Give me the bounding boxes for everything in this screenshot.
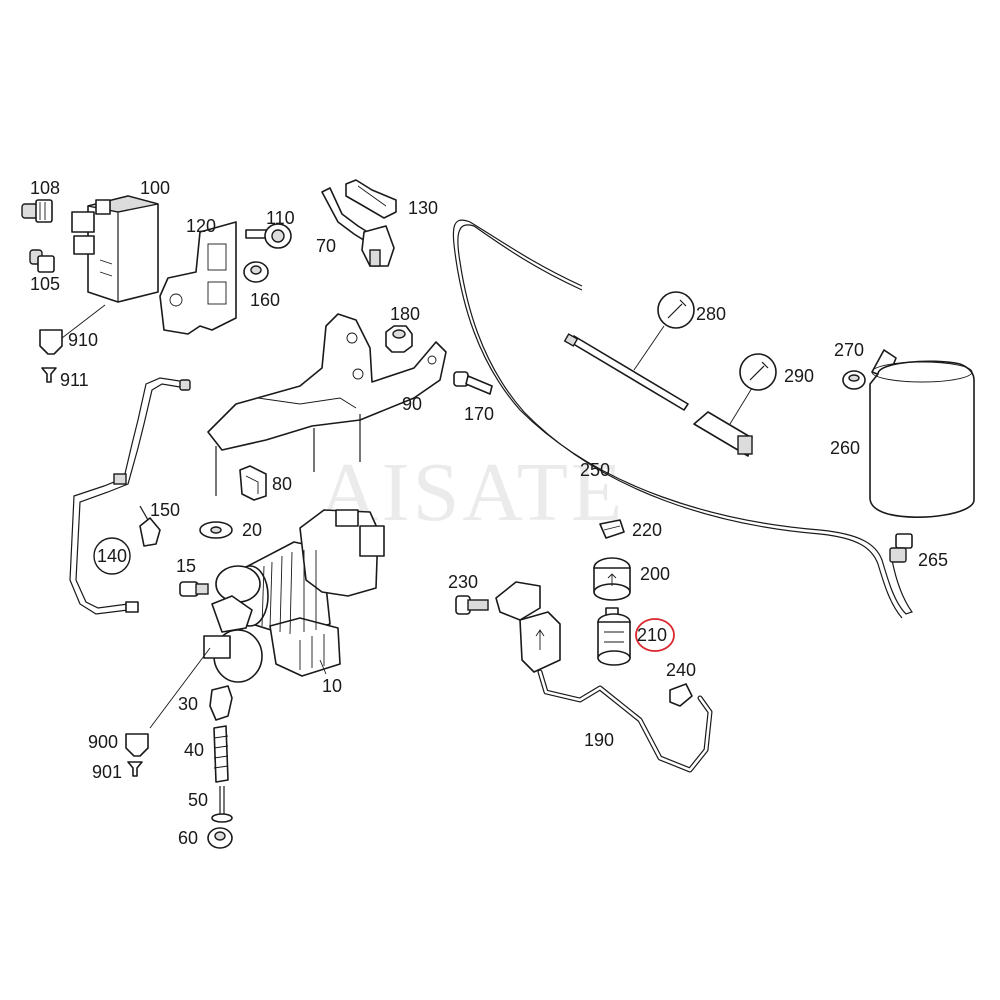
label-108: 108 [30, 178, 60, 198]
part-230-bolt[interactable] [455, 595, 489, 615]
label-220: 220 [632, 520, 662, 540]
label-150: 150 [150, 500, 180, 520]
label-270: 270 [834, 340, 864, 360]
label-20: 20 [242, 520, 262, 540]
part-20-washer[interactable] [199, 521, 233, 539]
part-108-connector[interactable] [21, 199, 53, 223]
part-240-clamp[interactable] [669, 683, 693, 707]
wrench-icon-280 [657, 291, 695, 329]
label-280: 280 [696, 304, 726, 324]
part-250-line[interactable] [452, 219, 913, 619]
part-911-clip[interactable] [41, 367, 57, 383]
part-120-bracket[interactable] [159, 221, 237, 335]
part-210-pressure-sensor[interactable] [597, 607, 631, 666]
label-40: 40 [184, 740, 204, 760]
part-10-compressor[interactable] [203, 509, 385, 683]
label-130: 130 [408, 198, 438, 218]
label-260: 260 [830, 438, 860, 458]
label-60: 60 [178, 828, 198, 848]
highlight-circle-210 [635, 618, 675, 652]
part-110-bolt[interactable] [245, 223, 292, 249]
label-265: 265 [918, 550, 948, 570]
part-270-nut[interactable] [842, 370, 866, 390]
label-110: 110 [266, 208, 295, 228]
part-910-clip[interactable] [39, 329, 63, 355]
part-290-fitting[interactable] [693, 411, 753, 457]
label-160: 160 [250, 290, 280, 310]
part-180-nut[interactable] [385, 325, 413, 353]
part-50-pin[interactable] [211, 786, 233, 823]
part-200-sensor[interactable] [593, 557, 631, 601]
part-105-connector[interactable] [29, 249, 55, 273]
part-140-hose[interactable] [69, 377, 191, 615]
part-260-reservoir[interactable] [869, 349, 975, 518]
label-50: 50 [188, 790, 208, 810]
wrench-icon-290 [739, 353, 777, 391]
label-70: 70 [316, 236, 336, 256]
label-180: 180 [390, 304, 420, 324]
part-100-control-unit[interactable] [71, 195, 159, 303]
part-30-mount[interactable] [209, 685, 233, 721]
label-170: 170 [464, 404, 494, 424]
part-901-clip[interactable] [127, 761, 143, 777]
part-900-clip[interactable] [125, 733, 149, 757]
part-220-clip[interactable] [599, 519, 625, 539]
label-240: 240 [666, 660, 696, 680]
part-80-clip[interactable] [239, 465, 267, 501]
part-265-valve[interactable] [889, 533, 913, 563]
part-60-grommet[interactable] [207, 827, 233, 849]
label-140: 140 [97, 546, 127, 566]
label-901: 901 [92, 762, 122, 782]
label-210: 210 [637, 625, 667, 645]
part-15-fitting[interactable] [179, 581, 209, 597]
part-190-valve-block[interactable] [495, 581, 713, 773]
label-15: 15 [176, 556, 196, 576]
part-280-rod[interactable] [563, 333, 689, 411]
label-120: 120 [186, 216, 216, 236]
part-160-nut[interactable] [243, 261, 269, 283]
part-40-spring[interactable] [213, 725, 229, 783]
label-250: 250 [580, 460, 610, 480]
part-90-bracket[interactable] [207, 313, 447, 496]
part-130-clip[interactable] [345, 179, 397, 219]
label-80: 80 [272, 474, 292, 494]
label-100: 100 [140, 178, 170, 198]
label-190: 190 [584, 730, 614, 750]
part-70-clip[interactable] [321, 187, 395, 267]
label-10: 10 [322, 676, 342, 696]
label-230: 230 [448, 572, 478, 592]
label-140-circle [93, 537, 131, 575]
label-105: 105 [30, 274, 60, 294]
label-200: 200 [640, 564, 670, 584]
label-30: 30 [178, 694, 198, 714]
label-290: 290 [784, 366, 814, 386]
part-170-bolt[interactable] [453, 371, 493, 395]
label-90: 90 [402, 394, 422, 414]
label-910: 910 [68, 330, 98, 350]
label-911: 911 [60, 370, 89, 390]
part-150-fitting[interactable] [139, 505, 161, 547]
label-900: 900 [88, 732, 118, 752]
